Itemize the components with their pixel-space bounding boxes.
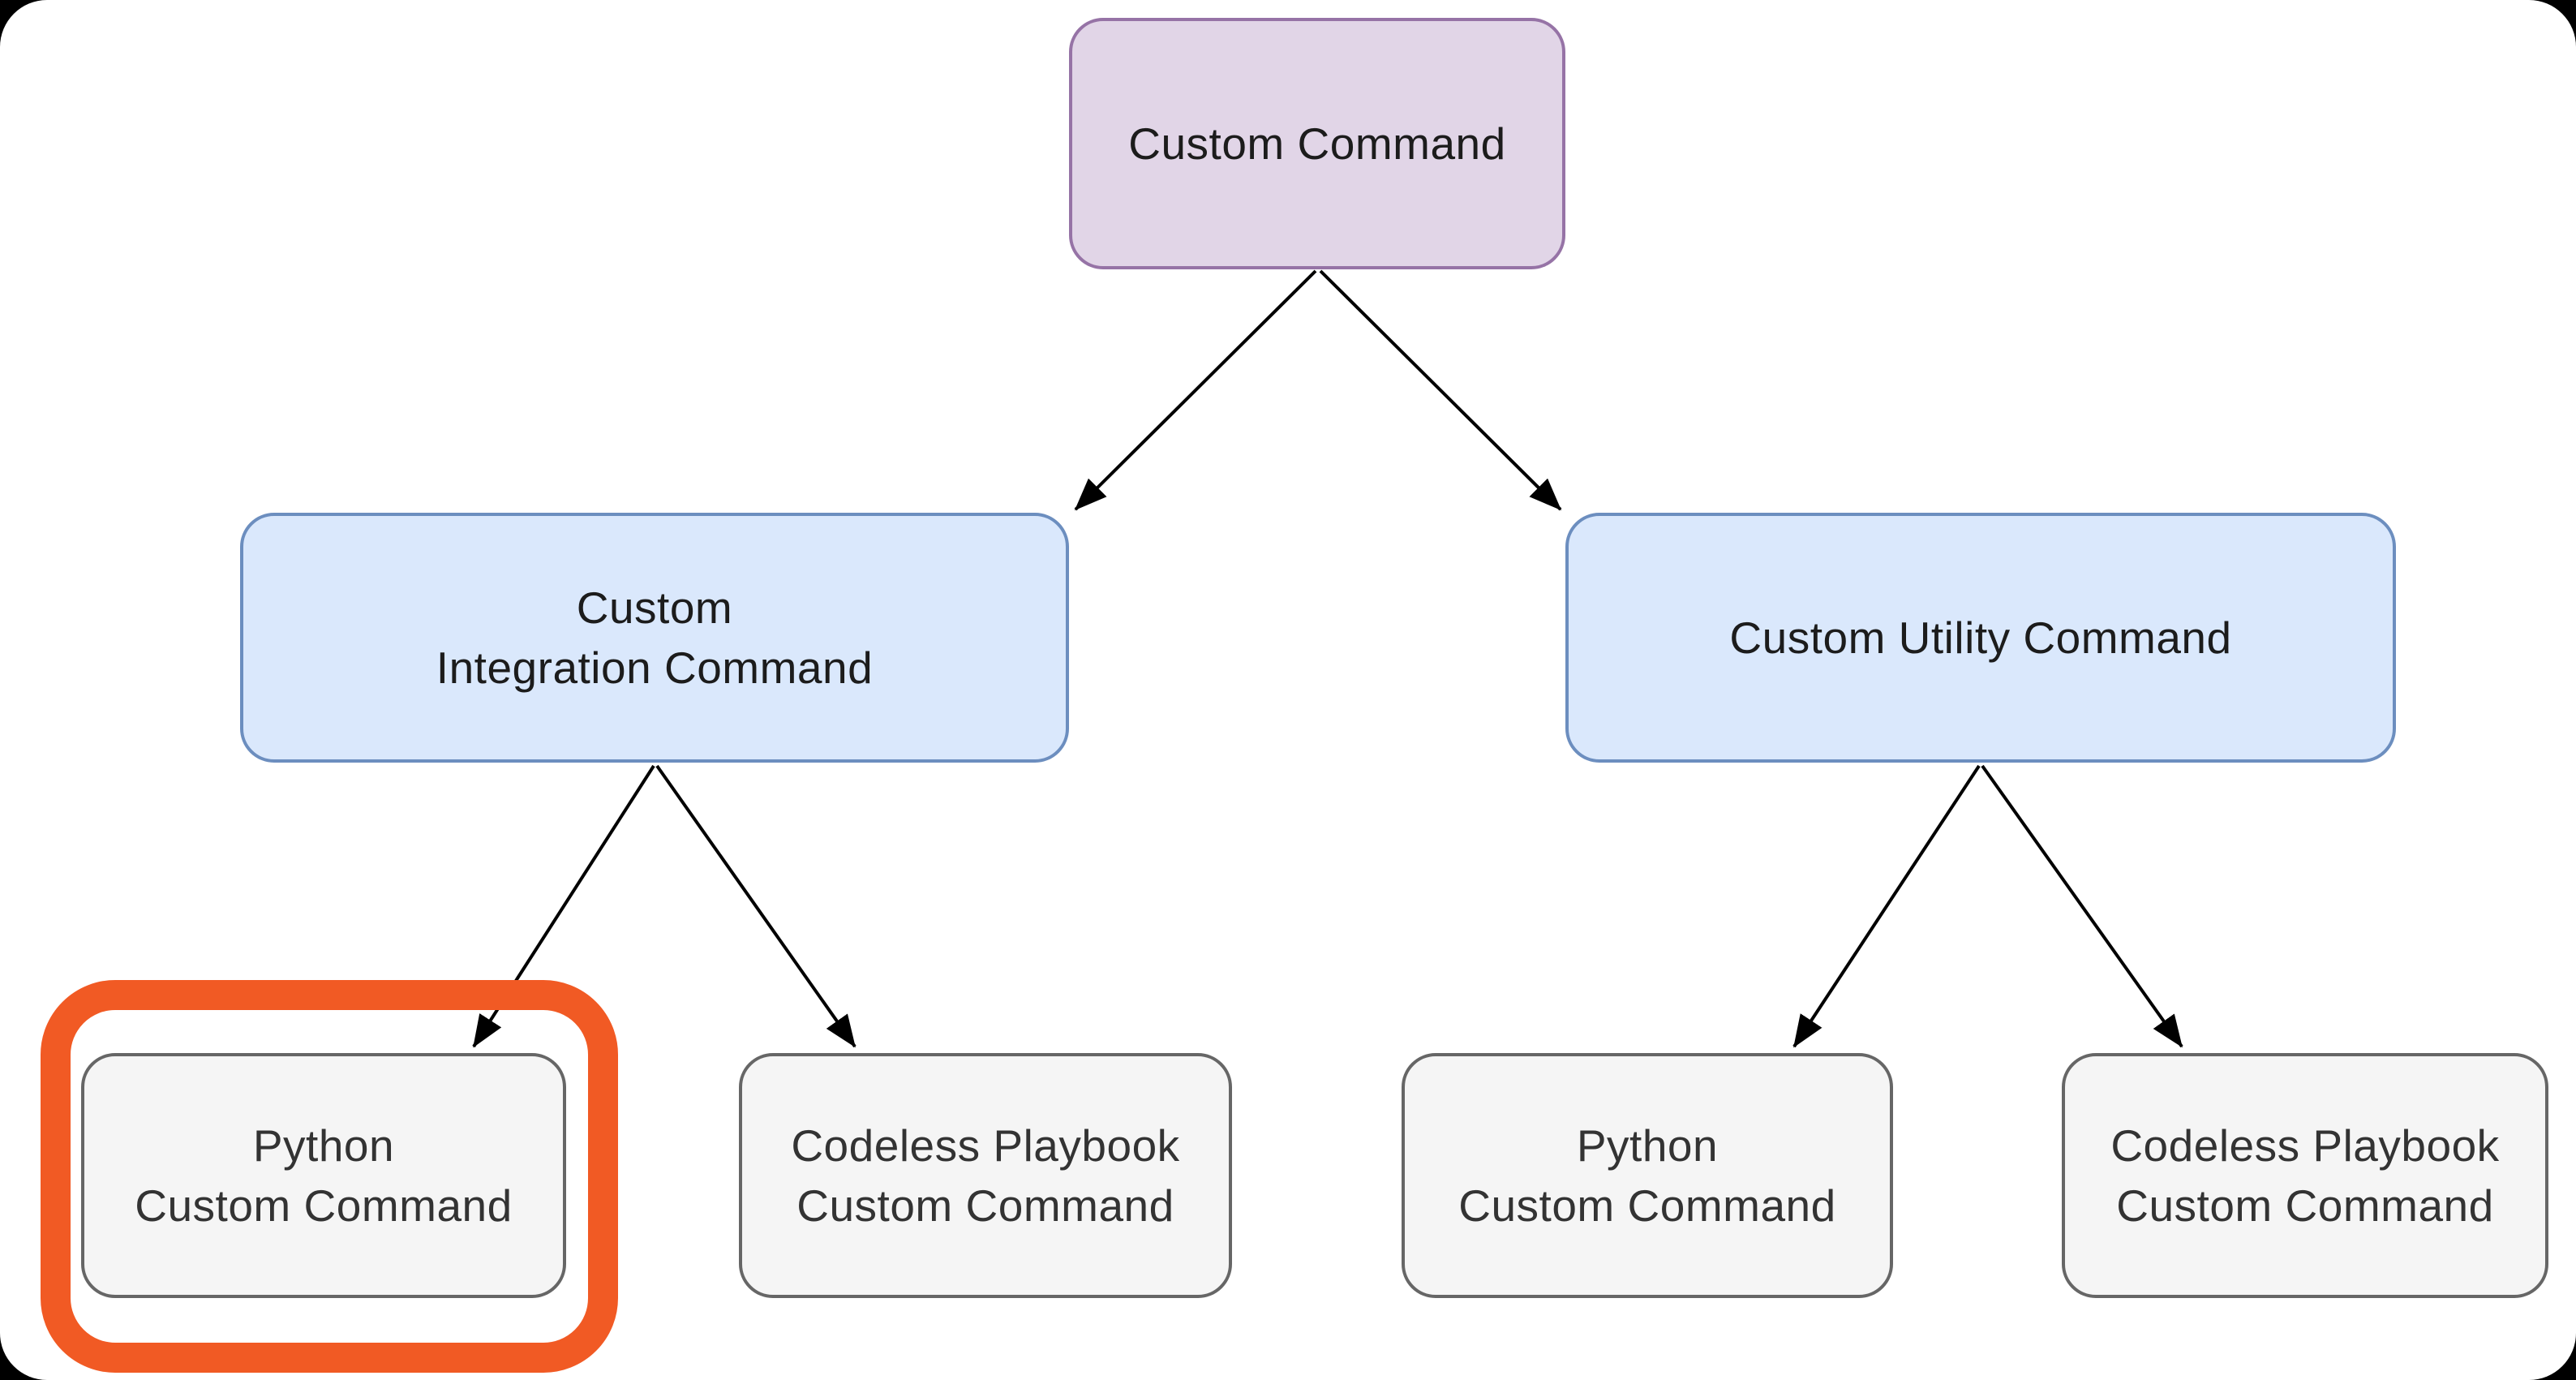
node-custom-integration-command: Custom Integration Command [240,513,1069,763]
node-python-custom-command-utility: Python Custom Command [1402,1053,1893,1298]
node-codeless-playbook-custom-command-integration: Codeless Playbook Custom Command [739,1053,1232,1298]
node-custom-utility-command: Custom Utility Command [1565,513,2396,763]
highlight-ring [41,980,618,1373]
node-custom-command: Custom Command [1069,18,1565,269]
node-python-custom-command-integration: Python Custom Command [81,1053,566,1298]
node-codeless-playbook-custom-command-utility: Codeless Playbook Custom Command [2062,1053,2548,1298]
